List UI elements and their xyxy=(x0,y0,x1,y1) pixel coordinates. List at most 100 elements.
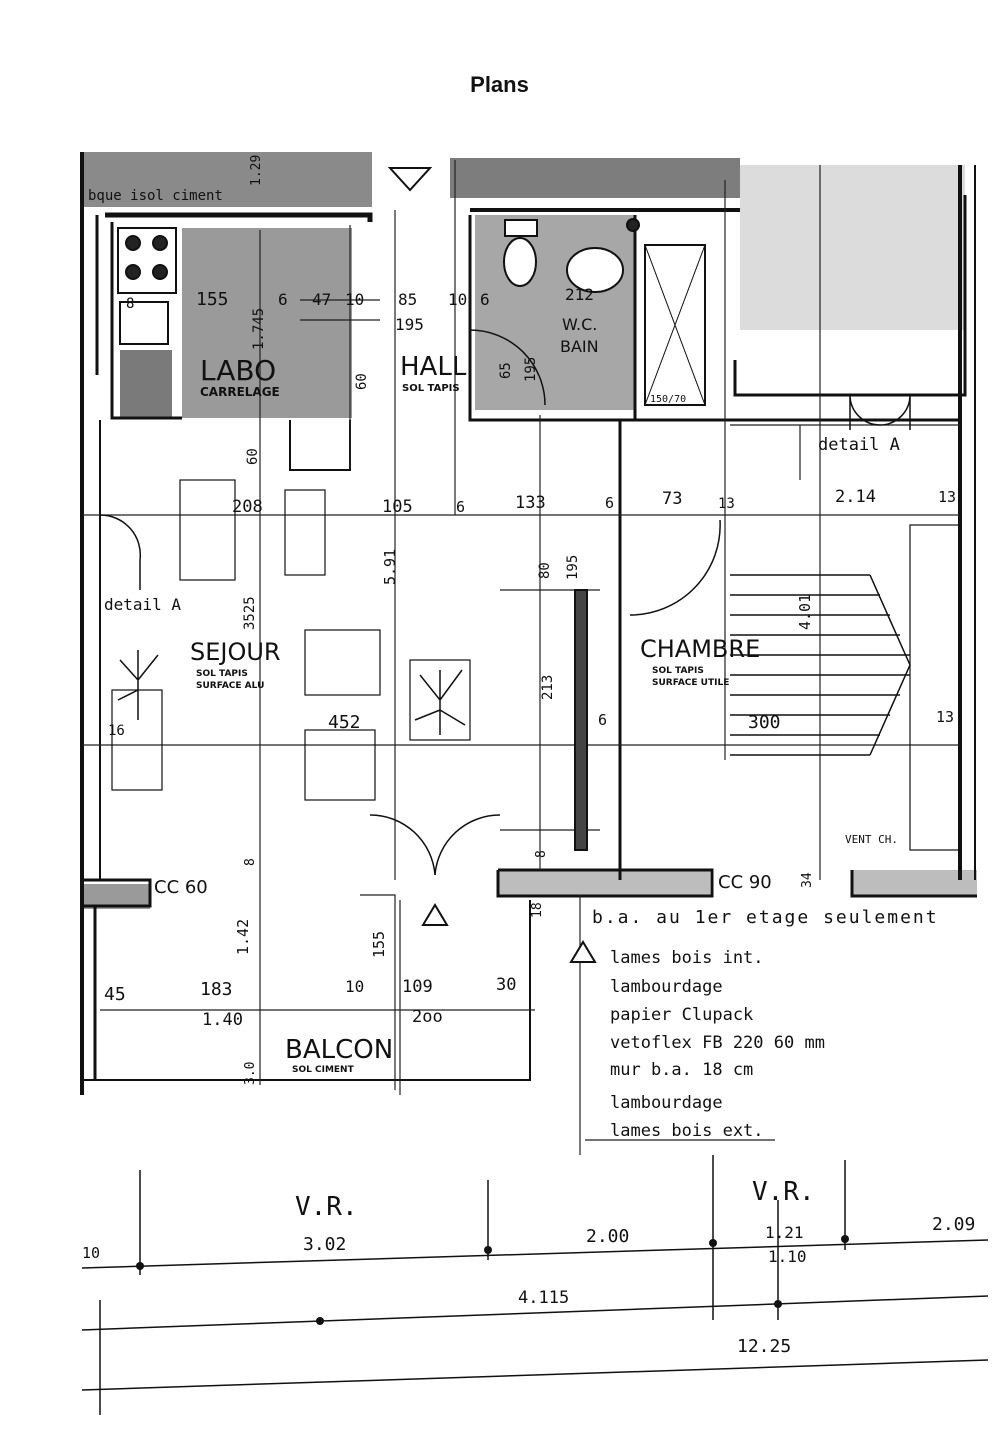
legend-item-7: lames bois ext. xyxy=(610,1121,764,1141)
dim-45: 45 xyxy=(104,984,126,1005)
bottom-10: 10 xyxy=(82,1244,100,1262)
dim-208: 208 xyxy=(232,497,263,517)
dim-133: 133 xyxy=(515,493,546,513)
plant-icon xyxy=(414,669,466,735)
dim-13b: 13 xyxy=(938,488,956,506)
label-ba-note: b.a. au 1er etage seulement xyxy=(592,907,939,928)
dimension-values: 155 6 47 10 85 10 6 195 1.745 60 212 8 6… xyxy=(104,155,956,1085)
dim-60a: 60 xyxy=(354,373,370,390)
dim-195a: 195 xyxy=(395,315,424,334)
label-detail-a-right: detail A xyxy=(818,435,900,455)
dim-18: 18 xyxy=(530,902,545,918)
room-name-wc: W.C. xyxy=(562,315,597,334)
dim-105: 105 xyxy=(382,497,413,517)
bottom-121: 1.21 xyxy=(765,1223,804,1242)
label-cc90: CC 90 xyxy=(718,872,772,893)
dim-142: 1.42 xyxy=(234,919,252,955)
dim-60b: 60 xyxy=(245,448,261,465)
room-name-bain: BAIN xyxy=(560,337,599,356)
label-detail-a-left: detail A xyxy=(104,595,181,614)
dim-1745: 1.745 xyxy=(251,308,267,350)
dim-13c: 13 xyxy=(936,708,954,726)
label-top-left: bque isol ciment xyxy=(88,188,223,204)
dim-591: 5.91 xyxy=(381,549,399,585)
legend-item-3: papier Clupack xyxy=(610,1005,753,1025)
dim-13a: 13 xyxy=(718,496,735,512)
dim-109: 109 xyxy=(402,977,433,997)
bottom-1225: 12.25 xyxy=(737,1336,791,1357)
dim-6b: 6 xyxy=(480,290,490,309)
dim-8c: 8 xyxy=(534,850,549,858)
dim-8b: 8 xyxy=(243,858,258,866)
legend-item-6: lambourdage xyxy=(610,1093,723,1113)
room-name-hall: HALL xyxy=(400,352,467,382)
label-cc60: CC 60 xyxy=(154,877,208,898)
legend-item-1: lames bois int. xyxy=(610,948,764,968)
dim-401: 4.01 xyxy=(796,594,814,630)
dim-6a: 6 xyxy=(278,290,288,309)
dim-6d: 6 xyxy=(605,494,614,512)
dim-300: 300 xyxy=(748,712,781,733)
page-title: Plans xyxy=(470,72,529,97)
dim-65: 65 xyxy=(498,362,514,379)
sink-icon xyxy=(119,301,169,345)
room-name-chambre: CHAMBRE xyxy=(640,635,760,663)
bottom-vr-1: V.R. xyxy=(295,1192,358,1222)
dim-47: 47 xyxy=(312,290,331,309)
bottom-vr-2: V.R. xyxy=(752,1177,815,1207)
room-floor-sejour-1: SOL TAPIS xyxy=(196,669,248,679)
dim-30: 30 xyxy=(496,975,516,995)
dim-155: 155 xyxy=(196,289,229,310)
room-name-balcon: BALCON xyxy=(285,1035,393,1065)
dim-214: 2.14 xyxy=(835,487,876,507)
dim-8a: 8 xyxy=(126,296,134,312)
room-name-labo: LABO xyxy=(200,354,276,387)
dim-16: 16 xyxy=(108,723,125,739)
room-floor-balcon: SOL CIMENT xyxy=(292,1065,355,1075)
toilet-icon xyxy=(503,237,537,287)
label-vent: VENT CH. xyxy=(845,833,898,846)
room-floor-chambre-1: SOL TAPIS xyxy=(652,666,704,676)
dim-183: 183 xyxy=(200,979,233,1000)
dim-10c: 10 xyxy=(345,977,364,996)
bottom-209: 2.09 xyxy=(932,1214,975,1235)
dimension-lines xyxy=(82,160,960,1155)
dim-73: 73 xyxy=(662,489,682,509)
dim-155b: 155 xyxy=(370,931,388,958)
room-floor-hall: SOL TAPIS xyxy=(402,383,460,394)
dim-129: 1.29 xyxy=(249,155,264,186)
bottom-4115: 4.115 xyxy=(518,1288,569,1308)
dim-150-70: 150/70 xyxy=(650,394,686,405)
room-labels: LABO CARRELAGE HALL SOL TAPIS W.C. BAIN … xyxy=(190,315,760,1075)
dim-10b: 10 xyxy=(448,290,467,309)
bottom-110: 1.10 xyxy=(768,1247,807,1266)
dim-195c: 195 xyxy=(565,555,581,580)
stove-icon xyxy=(117,227,177,294)
dim-452: 452 xyxy=(328,712,361,733)
room-floor-sejour-2: SURFACE ALU xyxy=(196,681,264,691)
dim-140: 1.40 xyxy=(202,1010,243,1030)
room-name-sejour: SEJOUR xyxy=(190,638,281,666)
dim-80: 80 xyxy=(537,562,553,579)
dim-195b: 195 xyxy=(523,357,539,382)
dim-85: 85 xyxy=(398,290,417,309)
dim-30b: 3.0 xyxy=(243,1062,258,1085)
dim-3525: 3525 xyxy=(242,596,258,630)
legend-item-4: vetoflex FB 220 60 mm xyxy=(610,1033,825,1053)
bottom-dimensions: V.R. V.R. 3.02 2.00 1.21 1.10 2.09 10 4.… xyxy=(81,1155,989,1415)
bottom-200: 2.00 xyxy=(586,1226,629,1247)
dim-6c: 6 xyxy=(456,498,465,516)
room-floor-labo: CARRELAGE xyxy=(200,385,280,399)
legend-item-5: mur b.a. 18 cm xyxy=(610,1060,753,1080)
bottom-302: 3.02 xyxy=(303,1234,346,1255)
dim-213: 213 xyxy=(540,675,556,700)
dim-6e: 6 xyxy=(598,711,607,729)
dim-34: 34 xyxy=(800,872,815,888)
legend: lames bois int. lambourdage papier Clupa… xyxy=(610,948,825,1141)
dim-212: 212 xyxy=(565,285,594,304)
washbasin-icon xyxy=(566,247,624,293)
room-floor-chambre-2: SURFACE UTILE xyxy=(652,678,729,688)
fixtures xyxy=(99,167,961,963)
dim-200a: 2oo xyxy=(412,1007,443,1027)
